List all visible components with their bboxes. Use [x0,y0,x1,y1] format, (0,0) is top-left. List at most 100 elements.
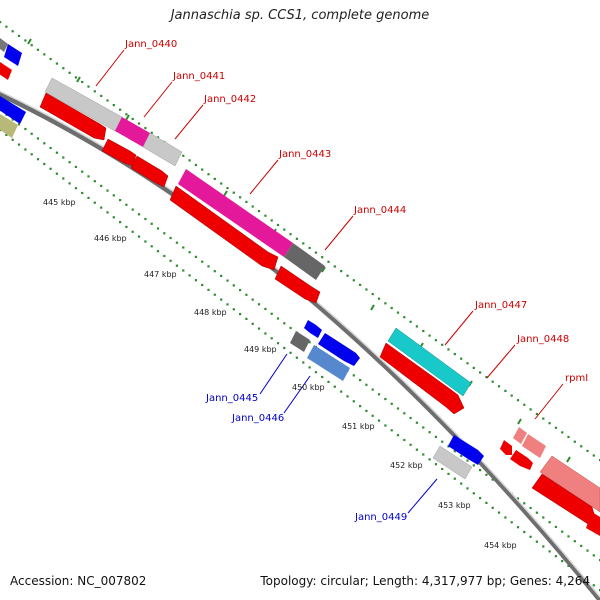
tick-dot [510,521,513,524]
tick-dot [561,431,564,434]
feature-partial-red-upper[interactable] [0,62,12,80]
tick-dot [43,142,46,145]
feature-red-small-1[interactable] [500,440,512,455]
gene-label[interactable]: Jann_0446 [231,413,284,424]
feature-red-small-2[interactable] [510,450,533,470]
tick-dot [422,453,425,456]
feature-jann-0446[interactable] [307,345,350,381]
tick-dot [188,251,191,254]
tick-dot [352,374,355,377]
tick-dot [24,148,27,151]
tick-dot [137,235,141,238]
gene-label[interactable]: rpmI [565,373,588,384]
feature-jann-0442[interactable] [142,132,183,167]
tick-dot [30,132,33,135]
tick-dot [106,99,109,102]
tick-dot [535,412,538,416]
tick-dot [377,393,381,396]
gene-label[interactable]: Jann_0447 [474,300,527,311]
tick-dot [340,390,343,393]
gene-label[interactable]: Jann_0445 [205,393,258,404]
tick-dot [245,200,248,203]
tick-dot [251,322,254,325]
feature-blue-arrow-small[interactable] [304,320,322,338]
tick-dot [321,375,324,379]
feature-partial-blue-lower[interactable] [0,96,26,124]
tick-dot [384,302,387,305]
gene-label[interactable]: Jann_0441 [172,71,225,82]
gene-label[interactable]: Jann_0444 [353,205,406,216]
feature-jann-0449[interactable] [432,445,473,480]
tick-dot [36,137,40,140]
tick-dot [93,90,96,93]
major-tick [321,266,326,273]
tick-dot [43,53,46,56]
tick-dot [390,429,393,432]
tick-dot [403,438,406,442]
tick-dot [466,459,469,462]
tick-dot [156,136,160,139]
feature-partial-grey[interactable] [0,38,8,52]
tick-label: 454 kbp [484,541,517,550]
feature-red-arrow-6[interactable] [379,342,465,415]
map-title: Jannaschia sp. CCS1, complete genome [170,8,430,23]
feature-red-arrow-3[interactable] [130,155,169,188]
tick-dot [567,435,570,439]
major-tick [223,190,228,197]
feature-jann-0447[interactable] [387,327,472,397]
tick-dot [523,502,526,505]
tick-dot [308,341,311,344]
tick-dot [62,67,65,70]
tick-dot [396,311,400,314]
tick-dot [43,162,46,166]
tick-dot [359,379,362,382]
feature-red-arrow-4[interactable] [169,185,279,271]
gene-label[interactable]: Jann_0443 [278,149,331,160]
feature-jann-0443[interactable] [178,169,293,257]
tick-dot [150,131,153,134]
tick-dot [201,260,204,263]
feature-red-arrow-5[interactable] [274,265,321,304]
feature-partial-blue-upper[interactable] [4,44,22,66]
tick-dot [239,313,242,316]
tick-dot [554,525,557,528]
gene-label[interactable]: Jann_0442 [203,94,256,105]
tick-dot [472,464,475,467]
major-tick [125,114,130,121]
feature-salmon-2[interactable] [539,455,600,513]
tick-dot [321,256,324,259]
tick-dot [491,380,494,383]
tick-dot [213,177,216,180]
tick-dot [415,448,418,451]
tick-label: 450 kbp [292,383,325,392]
tick-dot [561,559,564,563]
tick-dot [542,516,545,519]
genome-info-text: Topology: circular; Length: 4,317,977 bp… [260,574,590,588]
gene-label[interactable]: Jann_0440 [124,39,177,50]
feature-salmon-1[interactable] [522,434,546,458]
feature-jann-0445[interactable] [290,331,310,352]
feature-red-arrow-8[interactable] [586,512,600,536]
feature-partial-khaki[interactable] [0,114,18,138]
feature-blue-arrow-large[interactable] [318,333,360,366]
feature-jann-0444[interactable] [284,243,325,280]
tick-dot [11,30,14,33]
gene-label[interactable]: Jann_0449 [354,512,407,523]
tick-dot [106,189,109,192]
tick-dot [106,211,109,214]
tick-dot [112,194,115,197]
tick-dot [131,230,134,233]
tick-dot [232,191,235,194]
tick-dot [213,270,216,273]
feature-red-arrow-1[interactable] [39,92,107,141]
gene-label[interactable]: Jann_0448 [516,334,569,345]
tick-dot [156,227,160,230]
feature-blue-arrow-0449[interactable] [448,435,484,465]
tick-dot [163,232,166,235]
tick-dot [125,203,128,206]
feature-jann-0441[interactable] [115,117,150,147]
tick-dot [62,156,65,159]
feature-rpmi[interactable] [513,427,527,444]
tick-dot [55,62,58,65]
